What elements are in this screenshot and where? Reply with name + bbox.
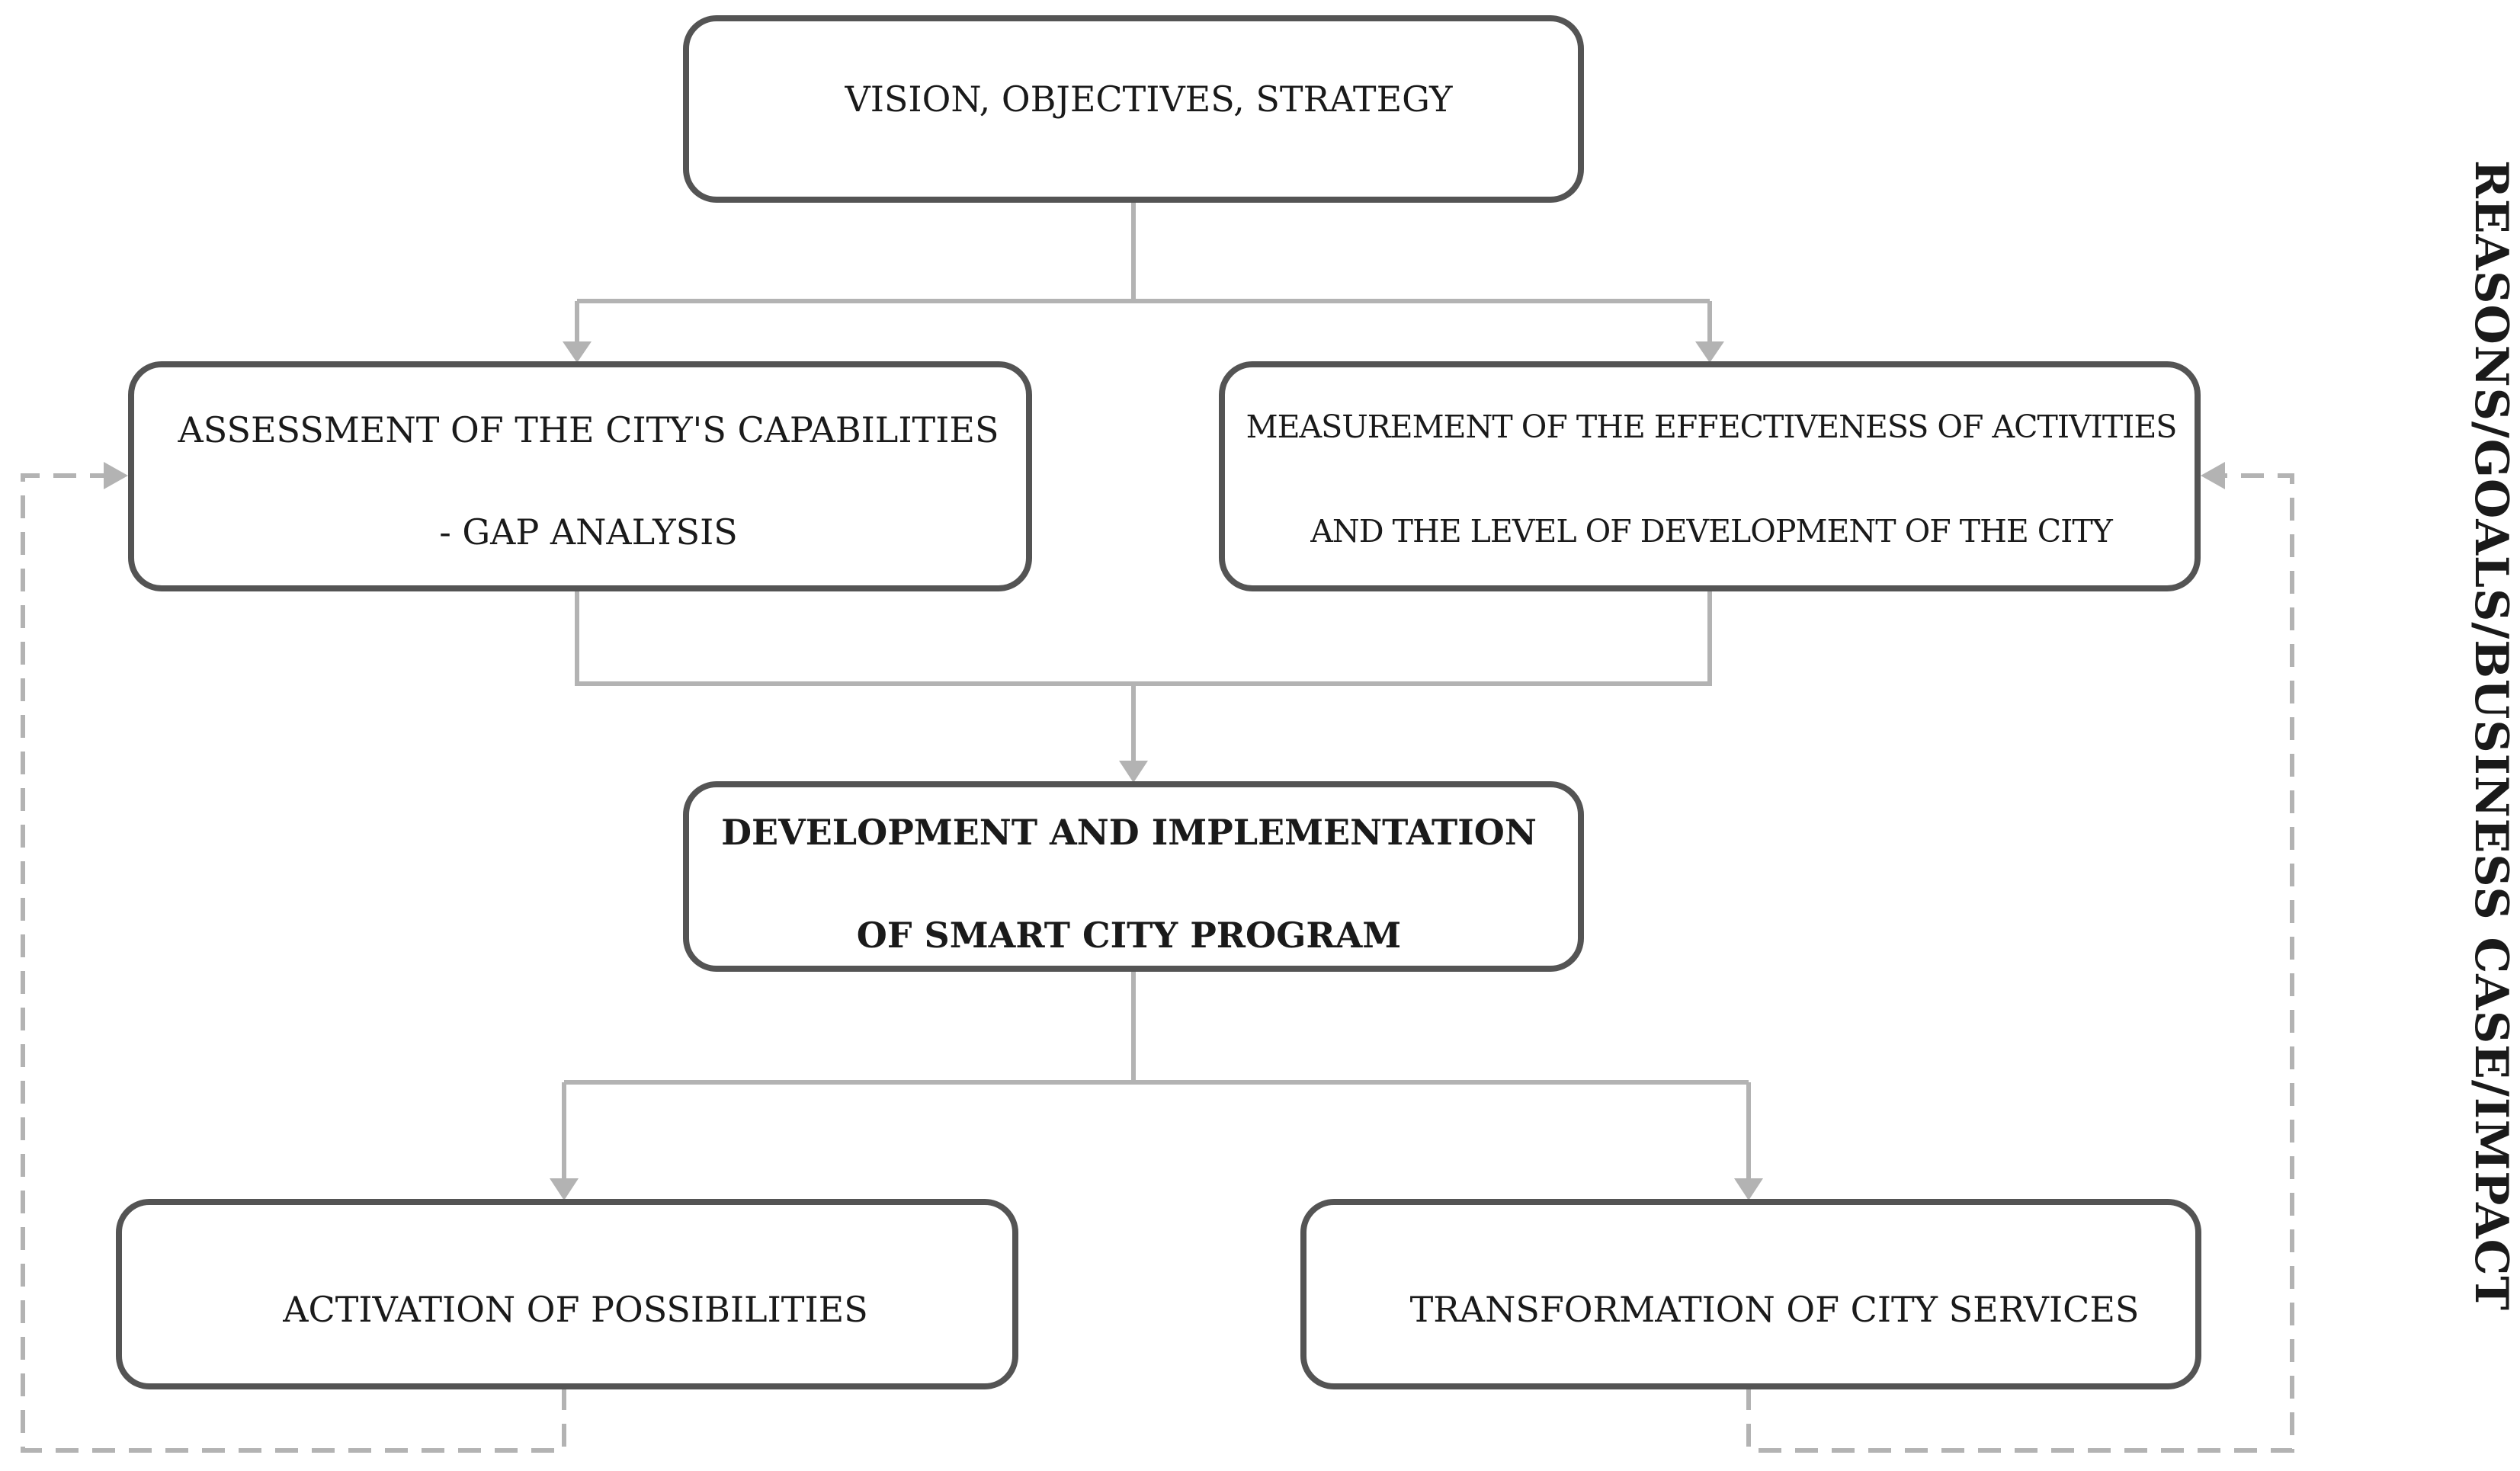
node-activation-label: ACTIVATION OF POSSIBILITIES [283,1289,868,1330]
node-transformation-label: TRANSFORMATION OF CITY SERVICES [1409,1289,2140,1330]
arrow-to-measurement [1695,341,1724,363]
node-measurement-label-line2: AND THE LEVEL OF DEVELOPMENT OF THE CITY [1310,513,2113,550]
arrow-to-assessment [563,341,592,363]
arrow-to-transformation [1734,1178,1763,1200]
feedback-transformation-to-measurement [1746,473,2294,1453]
node-development-label-line1: DEVELOPMENT AND IMPLEMENTATION [721,812,1537,853]
node-assessment-label-line2: - GAP ANALYSIS [439,511,738,553]
node-activation [116,1199,1018,1389]
side-label-reasons-goals: REASONS/GOALS/BUSINESS CASE/IMPACT [2464,159,2518,1312]
arrow-to-development [1119,761,1148,783]
connector-row2-merge [575,588,1712,686]
feedback-activation-to-assessment [21,473,566,1453]
node-vision-label: VISION, OBJECTIVES, STRATEGY [845,79,1453,120]
arrow-to-activation [550,1178,579,1200]
node-measurement-label-line1: MEASUREMENT OF THE EFFECTIVENESS OF ACTI… [1246,409,2178,445]
node-development-label-line2: OF SMART CITY PROGRAM [856,915,1402,956]
arrow-feedback-measurement [2201,462,2225,489]
node-development [683,781,1584,972]
node-measurement [1219,361,2201,591]
node-vision [683,15,1584,203]
arrow-feedback-assessment [104,462,128,489]
node-assessment [128,361,1032,591]
node-assessment-label-line1: ASSESSMENT OF THE CITY'S CAPABILITIES [178,409,999,450]
node-transformation [1300,1199,2201,1389]
